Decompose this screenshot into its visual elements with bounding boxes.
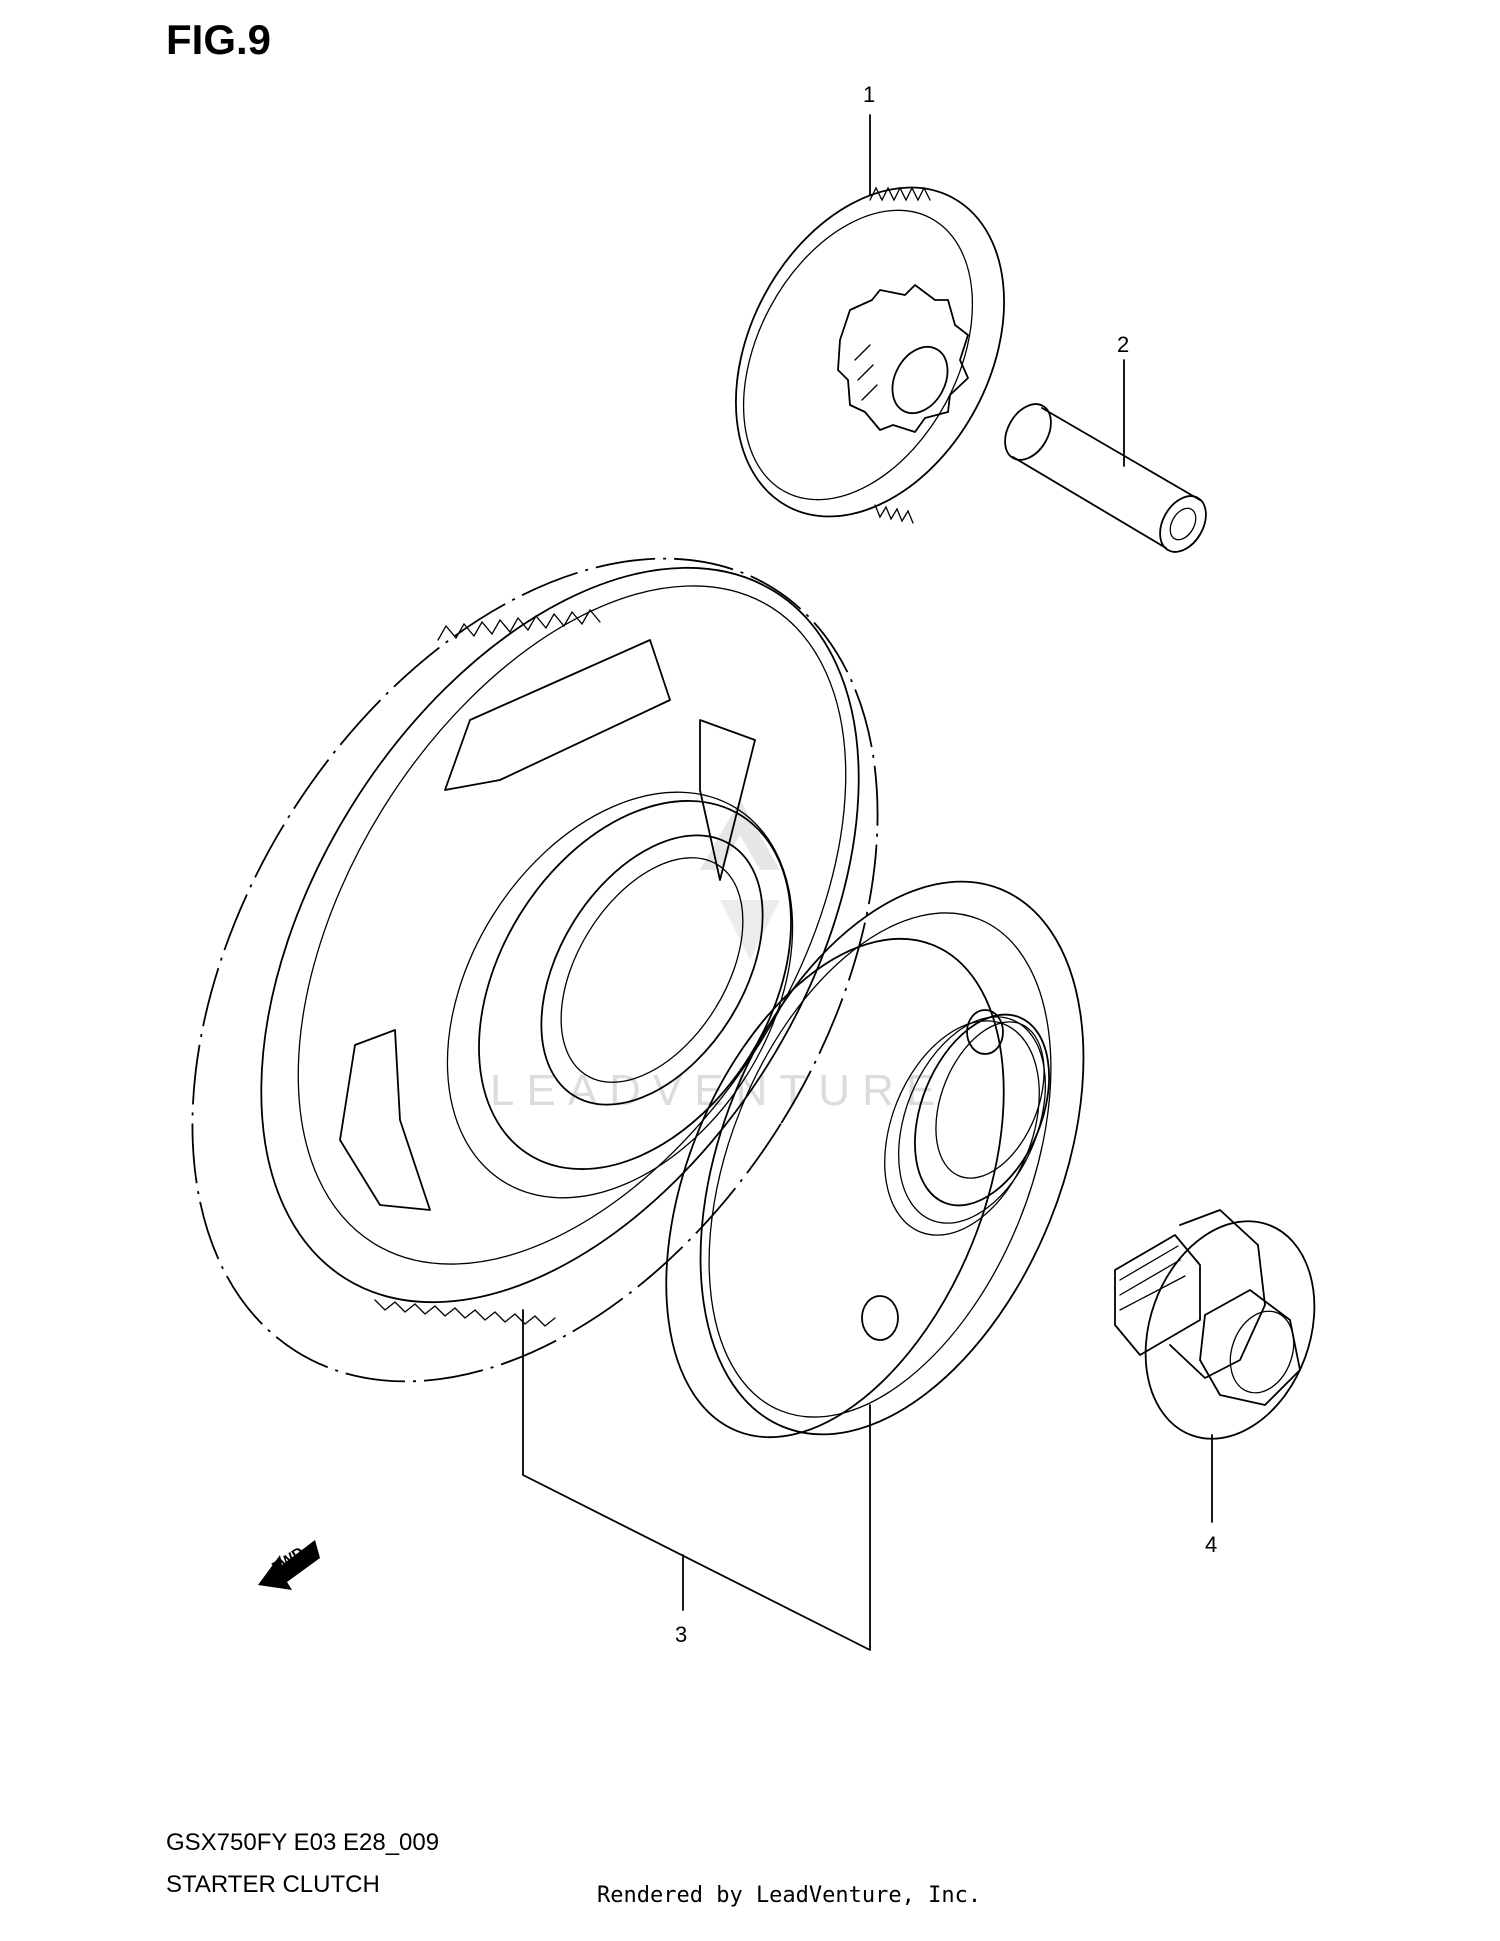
part-one-way-clutch bbox=[665, 880, 1085, 1439]
model-code: GSX750FY E03 E28_009 bbox=[166, 1829, 439, 1856]
watermark-text: LEADVENTURE bbox=[490, 1066, 947, 1115]
part-starter-idle-gear bbox=[735, 186, 1005, 524]
callout-3: 3 bbox=[675, 1622, 687, 1647]
figure-title: FIG.9 bbox=[166, 16, 271, 63]
watermark: LEADVENTURE bbox=[490, 800, 947, 1115]
callout-4: 4 bbox=[1205, 1532, 1217, 1557]
part-flange-bolt bbox=[1114, 1209, 1316, 1440]
callout-2: 2 bbox=[1117, 332, 1129, 357]
part-starter-clutch-gear bbox=[191, 557, 879, 1383]
callout-1: 1 bbox=[863, 82, 875, 107]
fwd-arrow-icon: FWD bbox=[258, 1540, 320, 1590]
leader-bracket-3 bbox=[522, 1309, 871, 1651]
render-credit: Rendered by LeadVenture, Inc. bbox=[597, 1883, 981, 1908]
part-idle-gear-shaft bbox=[1004, 403, 1207, 553]
section-name: STARTER CLUTCH bbox=[166, 1871, 380, 1898]
